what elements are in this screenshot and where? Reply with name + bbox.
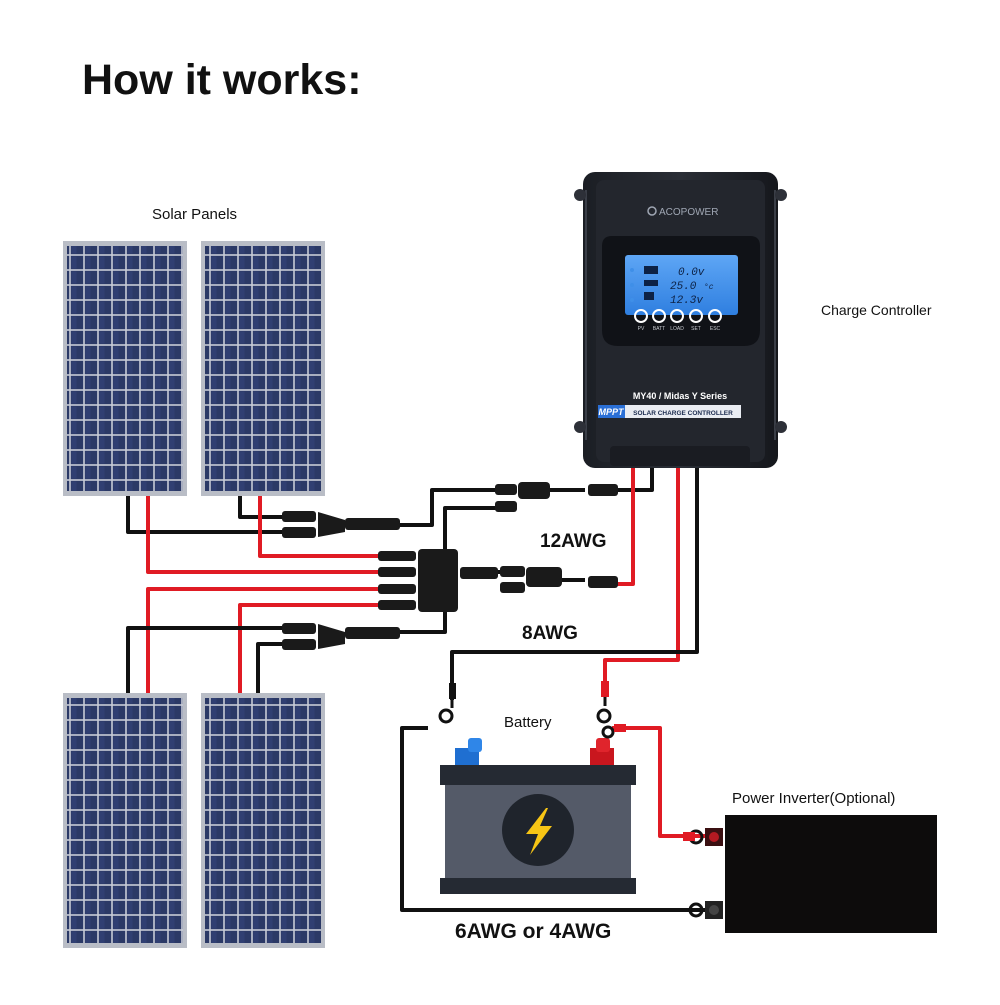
- solar-panels-label: Solar Panels: [152, 206, 238, 223]
- panel-wires: [126, 468, 705, 912]
- solar-panel-top-right: [201, 241, 325, 496]
- solar-panel-bottom-right: [201, 693, 325, 948]
- lcd-readout-temp: 25.0: [670, 281, 697, 293]
- status-leds: [630, 268, 634, 302]
- esc-button[interactable]: [708, 309, 722, 323]
- wire-gauge-6awg-4awg: 6AWG or 4AWG: [455, 920, 612, 943]
- charge-controller-label: Charge Controller: [821, 302, 932, 318]
- battery-label: Battery: [504, 714, 552, 731]
- pv-button[interactable]: [634, 309, 648, 323]
- load-button-label: LOAD: [670, 326, 684, 332]
- batt-button[interactable]: [652, 309, 666, 323]
- power-inverter-label: Power Inverter(Optional): [732, 790, 896, 807]
- controller-model: MY40 / Midas Y Series: [633, 391, 727, 401]
- controller-type: SOLAR CHARGE CONTROLLER: [633, 410, 733, 417]
- page-title: How it works:: [82, 56, 362, 104]
- charge-controller: 0.0v 25.0 °c 12.3v PV BATT LOAD SET: [574, 172, 787, 468]
- lcd-readout-batt: 12.3v: [670, 295, 703, 307]
- mppt-badge-bg: [598, 405, 625, 418]
- cooling-fins: [585, 190, 776, 440]
- set-button-label: SET: [691, 326, 701, 332]
- batt-button-label: BATT: [653, 326, 665, 332]
- lightning-bolt-icon: [526, 808, 552, 855]
- controller-brand: ACOPOWER: [659, 207, 718, 218]
- solar-panel-bottom-left: [63, 693, 187, 948]
- power-inverter: [705, 815, 937, 933]
- wire-gauge-8awg: 8AWG: [522, 623, 578, 644]
- load-button[interactable]: [670, 309, 684, 323]
- esc-button-label: ESC: [710, 326, 721, 332]
- set-button[interactable]: [689, 309, 703, 323]
- pv-button-label: PV: [638, 326, 645, 332]
- mppt-badge: MPPT: [598, 407, 625, 417]
- lcd-readout-pv: 0.0v: [678, 267, 705, 279]
- battery-negative-terminal: [455, 748, 479, 768]
- lcd-status-icons: [644, 266, 658, 300]
- lcd-readout-unit: °c: [704, 283, 714, 292]
- solar-panel-top-left: [63, 241, 187, 496]
- mc4-connectors: [282, 482, 618, 650]
- type-strip: [598, 405, 741, 418]
- brand-logo-icon: [647, 206, 657, 216]
- battery: [440, 738, 636, 894]
- wire-gauge-12awg: 12AWG: [540, 531, 607, 552]
- battery-positive-terminal: [590, 748, 614, 768]
